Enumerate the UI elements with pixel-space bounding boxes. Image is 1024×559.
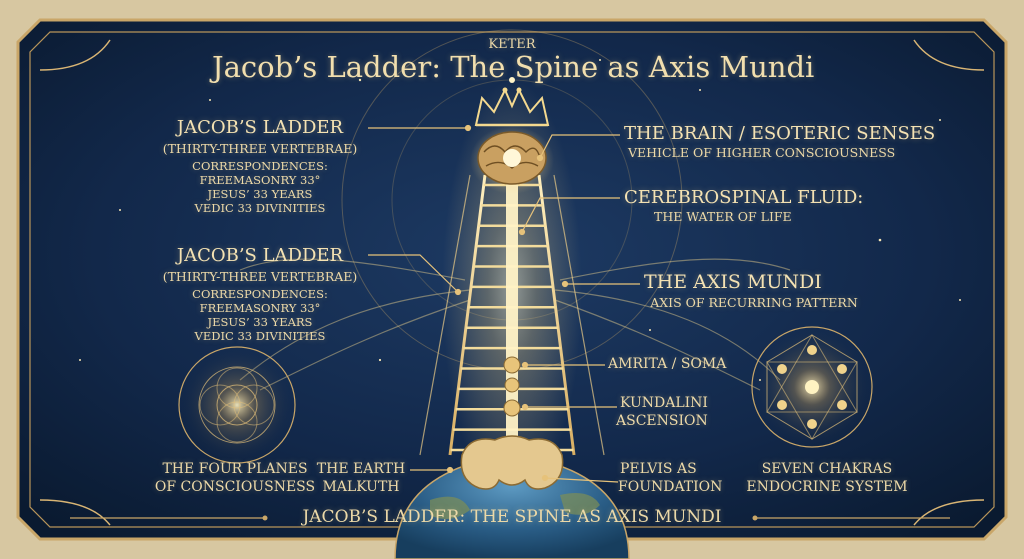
chakras-label-line-2: ENDOCRINE SYSTEM (746, 479, 908, 495)
left-upper-line-4: VEDIC 33 DIVINITIES (194, 201, 326, 215)
brain-sublabel: VEHICLE OF HIGHER CONSCIOUSNESS (628, 145, 896, 160)
chakra-node-middle (504, 377, 520, 393)
chakra-node-upper (503, 356, 521, 374)
seven-chakras-orb (751, 326, 873, 448)
brain (470, 126, 554, 194)
left-lower-line-3: JESUS’ 33 YEARS (207, 315, 313, 329)
crown-icon (474, 77, 550, 127)
left-upper-heading: JACOB’S LADDER (176, 117, 344, 138)
pelvis (460, 435, 564, 490)
footer-title: JACOB’S LADDER: THE SPINE AS AXIS MUNDI (302, 507, 722, 527)
left-lower-subheading: (THIRTY-THREE VERTEBRAE) (162, 269, 358, 284)
left-upper-line-1: CORRESPONDENCES: (192, 159, 328, 173)
four-planes-orb (178, 346, 296, 464)
chakras-label-line-1: SEVEN CHAKRAS (761, 461, 893, 477)
fluid-label: CEREBROSPINAL FLUID: (624, 187, 864, 208)
left-lower-line-1: CORRESPONDENCES: (192, 287, 328, 301)
keter-label: KETER (488, 37, 536, 52)
axis-mundi-label: THE AXIS MUNDI (644, 271, 822, 293)
earth-label-line-2: MALKUTH (322, 479, 400, 495)
left-upper-line-3: JESUS’ 33 YEARS (207, 187, 313, 201)
page-title: Jacob’s Ladder: The Spine as Axis Mundi (212, 50, 815, 84)
leader-lines (368, 124, 640, 483)
left-lower-line-2: FREEMASONRY 33° (199, 301, 321, 315)
left-lower-heading: JACOB’S LADDER (176, 245, 344, 266)
pelvis-label-line-2: FOUNDATION (618, 479, 723, 495)
amrita-label: AMRITA / SOMA (608, 356, 727, 372)
pelvis-label-line-1: PELVIS AS (620, 461, 697, 477)
brain-label: THE BRAIN / ESOTERIC SENSES (624, 123, 936, 144)
kundalini-label-line-2: ASCENSION (616, 413, 708, 429)
left-upper-subheading: (THIRTY-THREE VERTEBRAE) (162, 141, 358, 156)
corner-ornament-right (913, 39, 985, 526)
four-planes-label-line-2: OF CONSCIOUSNESS (154, 479, 316, 495)
chakra-node-lower (503, 399, 521, 417)
inner-frame (29, 31, 995, 528)
fluid-sublabel: THE WATER OF LIFE (654, 209, 792, 224)
left-lower-line-4: VEDIC 33 DIVINITIES (194, 329, 326, 343)
corner-ornament-left (39, 39, 111, 526)
axis-mundi-sublabel: AXIS OF RECURRING PATTERN (650, 295, 858, 310)
left-upper-line-2: FREEMASONRY 33° (199, 173, 321, 187)
four-planes-label-line-1: THE FOUR PLANES (162, 461, 308, 477)
earth-label-line-1: THE EARTH (316, 461, 406, 477)
kundalini-label-line-1: KUNDALINI (620, 395, 708, 411)
